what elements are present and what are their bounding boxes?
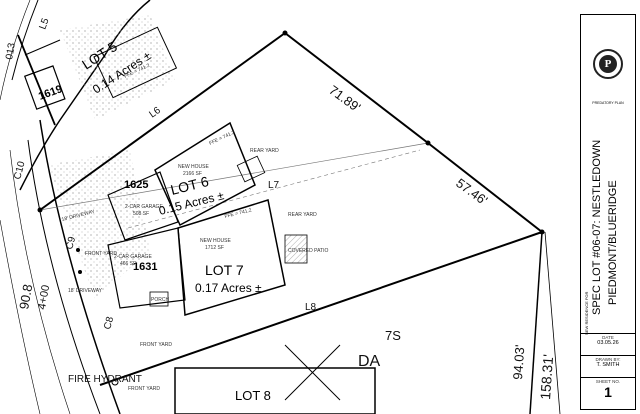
rear-yard-label-2: REAR YARD: [288, 212, 317, 218]
street-number: 013: [4, 42, 18, 61]
boundary-top: [284, 32, 429, 144]
corner-point: [37, 207, 43, 213]
date-cell: DATE 03.05.26: [581, 333, 635, 355]
label-7s: 7S: [385, 328, 401, 343]
logo-mark: P: [599, 55, 617, 73]
lot7-garage-area: 466 SF: [120, 261, 136, 267]
label-c8: C8: [102, 315, 116, 331]
rear-yard-label: REAR YARD: [250, 148, 279, 154]
lot5-boundary: [17, 34, 56, 126]
drawn-by-value: T. SMITH: [596, 362, 620, 368]
road-edge: [39, 119, 121, 414]
company-logo: P: [593, 49, 623, 79]
date-value: 03.05.26: [597, 340, 619, 346]
boundary-right: [427, 142, 543, 233]
corner-point: [76, 248, 80, 252]
station-label: 4+00: [36, 284, 52, 310]
fire-hydrant-label: FIRE HYDRANT: [68, 374, 142, 385]
front-yard-label-3: FRONT YARD: [128, 386, 160, 392]
fire-hydrant-symbol: [111, 378, 119, 386]
lot7-plan: 1631: [133, 261, 157, 273]
boundary-east: [529, 231, 543, 414]
sheet-label: SHEET NO.: [595, 379, 621, 384]
driveway-label-2: 18' DRIVEWAY: [68, 288, 103, 294]
x-mark: [284, 344, 341, 401]
lot5-house: [93, 26, 178, 99]
road-edge: [27, 139, 101, 414]
corner-point: [425, 140, 431, 146]
line-l6: [39, 32, 286, 211]
dim-158-31: 158.31': [537, 354, 556, 401]
lot8-house: [174, 367, 376, 414]
lot6-garage-label: 2-CAR GARAGE: [125, 204, 163, 210]
lot5-plan: 1619: [37, 83, 64, 103]
sheet-number: 1: [604, 384, 612, 400]
lot7-porch: [149, 291, 169, 307]
lot6-garage: [107, 171, 179, 241]
label-c10: C10: [12, 160, 27, 181]
lot7-patio: [284, 234, 308, 264]
label-da: DA: [358, 353, 381, 370]
drawn-by-label: DRAWN BY:: [595, 357, 621, 362]
label-l7: L7: [268, 180, 280, 191]
lot6-ffe: FFE = 741.2: [208, 130, 236, 147]
road-edge: [0, 219, 41, 414]
lot5-garage: [23, 65, 66, 110]
subdivision-name: PIEDMONT/BLUERIDGE: [607, 180, 619, 305]
road-label: 90.8: [16, 283, 35, 311]
sheet-cell: SHEET NO. 1: [581, 377, 635, 409]
label-l5: L5: [37, 16, 51, 31]
line-l7: [39, 142, 429, 211]
lot6-house-area: 2166 SF: [183, 171, 202, 177]
lot7-garage-label: 2-CAR GARAGE: [114, 254, 152, 260]
date-label: DATE: [602, 335, 614, 340]
road-curve: [0, 0, 31, 101]
lot6-porch: [236, 155, 266, 183]
lot7-garage: [107, 227, 186, 309]
project-title: SPEC LOT #06-07: NESTLEDOWN: [591, 139, 603, 315]
line-l8: [99, 231, 543, 386]
lot6-house: [154, 121, 256, 227]
road-edge: [9, 149, 71, 414]
lot5-stipple: [60, 15, 175, 120]
corner-point: [282, 30, 288, 36]
road-curve: [11, 0, 39, 81]
corner-point: [78, 270, 82, 274]
label-c9: C9: [64, 235, 78, 251]
sidewalk-stipple: [48, 150, 150, 300]
label-l8: L8: [305, 302, 317, 313]
lot7-label: LOT 7: [205, 262, 244, 278]
lot7-house: [177, 199, 286, 316]
logo-caption: PREDATORY PLAN: [592, 101, 624, 105]
label-l6: L6: [147, 105, 163, 121]
title-block: P PREDATORY PLAN SPEC LOT #06-07: NESTLE…: [580, 14, 636, 410]
dim-94-03: 94.03': [510, 344, 527, 380]
front-yard-label: FRONT YARD: [85, 251, 117, 257]
drawn-by-cell: DRAWN BY: T. SMITH: [581, 355, 635, 377]
new-residence-label: NEW RESIDENCE FOR: [584, 291, 589, 335]
lot7-acres: 0.17 Acres ±: [195, 281, 262, 295]
lot6-garage-area: 508 SF: [133, 211, 149, 217]
dim-57-46: 57.46': [453, 175, 490, 208]
lot7-house-area: 1712 SF: [205, 245, 224, 251]
lot6-plan: 1625: [124, 179, 148, 191]
lot7-patio-label: COVERED PATIO: [288, 248, 328, 254]
lot8-label: LOT 8: [235, 388, 271, 403]
dim-71-89: 71.89': [326, 82, 363, 115]
lot7-house-label: NEW HOUSE: [200, 238, 232, 244]
porch-label: PORCH: [151, 297, 169, 303]
corner-point: [539, 229, 545, 235]
lot6-house-label: NEW HOUSE: [178, 164, 210, 170]
front-yard-label-2: FRONT YARD: [140, 342, 172, 348]
